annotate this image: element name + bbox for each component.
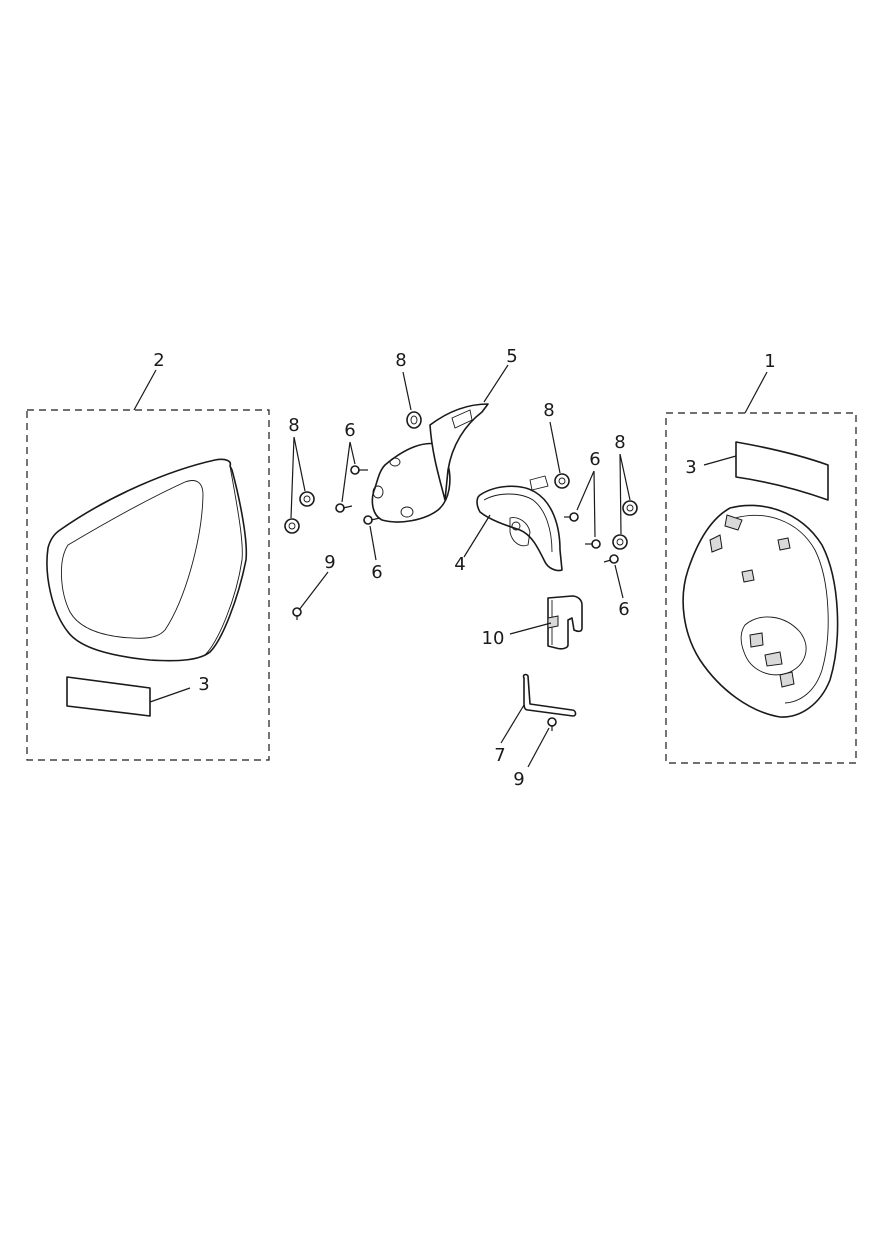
callout-label: 4 [454,554,465,575]
grommet [299,491,315,507]
decal-right [735,441,829,501]
grommet [554,473,570,489]
leader-line [133,369,157,411]
callout-label: 3 [685,457,696,478]
callout-label: 9 [513,769,524,790]
bracket-cover-lower [476,475,563,572]
callout-label: 7 [494,745,505,766]
leader-line [290,436,306,519]
callout-label: 3 [198,674,209,695]
side-cover-right [682,504,839,718]
callout-label: 10 [482,628,505,649]
side-panel-left [46,458,248,662]
screw [350,465,368,475]
screw [547,717,557,731]
bracket-cover-upper [371,403,489,523]
leader-line [483,364,509,403]
screw [363,515,381,525]
leader-line [369,525,377,561]
leader-line [744,371,768,414]
callout-label: 1 [764,351,775,372]
callout-label: 9 [324,552,335,573]
clip-part [547,595,583,650]
callout-label: 2 [153,350,164,371]
callout-label: 5 [506,346,517,367]
callout-label: 8 [543,400,554,421]
grommet [284,518,300,534]
group-box-part-2 [26,409,270,761]
leader-line [509,622,552,635]
leader-line [149,687,191,703]
callout-label: 8 [395,350,406,371]
callout-label: 6 [371,562,382,583]
grommet [612,534,628,550]
leader-line [463,514,491,558]
screw [335,503,353,513]
leader-line [500,704,525,744]
decal-left [66,676,151,717]
leader-line [614,564,624,599]
leader-line [298,571,329,611]
leader-line [549,421,561,474]
callout-label: 6 [618,599,629,620]
leader-line [619,453,631,535]
callout-label: 8 [288,415,299,436]
screw [603,554,619,564]
callout-label: 6 [589,449,600,470]
group-box-part-1 [665,412,857,764]
callout-label: 6 [344,420,355,441]
grommet [406,411,422,429]
leader-line [576,470,596,538]
grommet [622,500,638,516]
leader-line [402,371,412,411]
callout-label: 8 [614,432,625,453]
rod-part [522,673,577,717]
screw [564,512,579,522]
leader-line [341,441,356,503]
screw [585,539,601,549]
leader-line [703,455,737,466]
leader-line [527,727,550,768]
